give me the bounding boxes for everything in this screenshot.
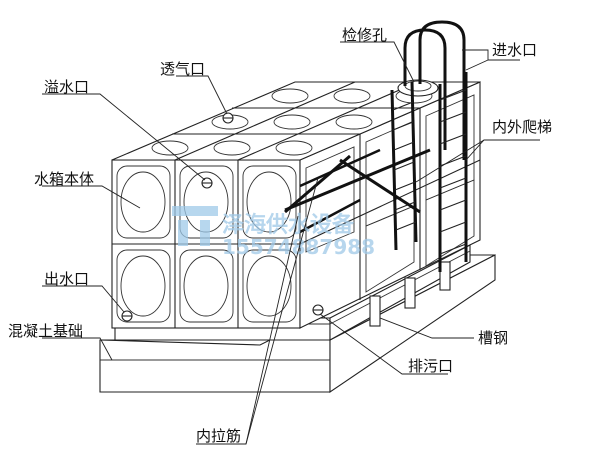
label-overflow-outlet: 溢水口 [44, 78, 89, 96]
label-foundation: 混凝土基础 [8, 322, 83, 340]
vent-pipe [222, 112, 234, 124]
internal-ladder [390, 81, 418, 251]
callout-labels: 溢水口 透气口 检修孔 进水口 内外爬梯 水箱本体 出水口 混凝土基础 槽钢 排… [8, 26, 552, 445]
watermark: 泽海供水设备 15574887988 [172, 206, 375, 259]
leader-lines [42, 41, 540, 445]
internal-tie-bars [284, 148, 431, 234]
watermark-company: 泽海供水设备 [222, 212, 355, 238]
external-ladder [438, 72, 468, 272]
overflow-pipe [201, 177, 213, 189]
label-channel-steel: 槽钢 [478, 329, 508, 347]
label-inlet: 进水口 [492, 41, 537, 59]
manhole-cover [397, 79, 439, 97]
tank-side-face [299, 81, 481, 329]
label-vent: 透气口 [160, 60, 205, 78]
label-manhole: 检修孔 [342, 26, 387, 44]
label-tank-body: 水箱本体 [34, 170, 94, 188]
tank-top-face [111, 81, 481, 161]
outlet-pipe [121, 310, 133, 322]
drain-pipe [312, 304, 324, 316]
watermark-phone: 15574887988 [222, 235, 375, 259]
label-outlet: 出水口 [44, 270, 89, 288]
label-ladder: 内外爬梯 [492, 118, 552, 136]
watermark-logo-icon [172, 206, 218, 246]
inlet-pipes [403, 20, 466, 160]
label-drain: 排污口 [408, 357, 453, 375]
label-tie-bars: 内拉筋 [196, 427, 241, 445]
